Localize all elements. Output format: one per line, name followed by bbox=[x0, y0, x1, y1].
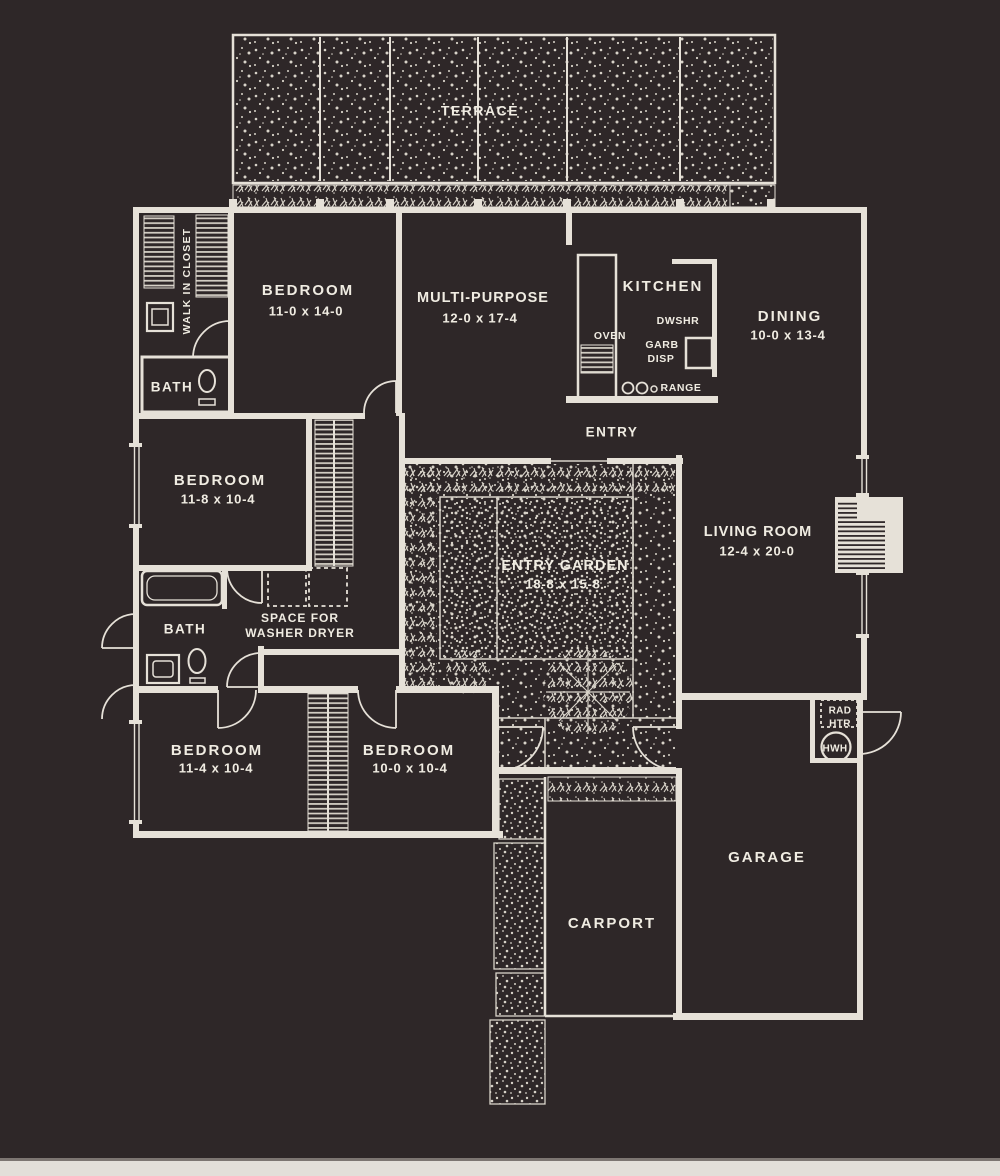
svg-text:SPACE FOR: SPACE FOR bbox=[261, 611, 339, 625]
room-label-bedroom-middle: BEDROOM 11-8 x 10-4 bbox=[174, 472, 266, 506]
garden-joint-lines bbox=[439, 460, 676, 767]
radiant-heater-icon bbox=[820, 699, 858, 728]
room-label-walk-in-closet: WALK IN CLOSET bbox=[181, 228, 193, 335]
svg-text:10-0 x 13-4: 10-0 x 13-4 bbox=[750, 327, 825, 342]
garden-planting-west bbox=[405, 466, 437, 692]
bath-top-room bbox=[140, 355, 232, 414]
room-label-bedroom-bottom-left: BEDROOM 11-4 x 10-4 bbox=[171, 742, 263, 775]
label-hwh: HWH bbox=[822, 744, 847, 755]
label-range: RANGE bbox=[661, 382, 702, 394]
wall-kitchen-counter bbox=[566, 396, 718, 403]
shrub-small bbox=[446, 650, 490, 694]
terrace-border bbox=[231, 33, 777, 185]
room-label-carport: CARPORT bbox=[568, 915, 656, 932]
svg-text:11-4 x 10-4: 11-4 x 10-4 bbox=[179, 760, 254, 775]
fireplace-icon bbox=[835, 497, 903, 573]
room-label-bath-middle: BATH bbox=[164, 622, 207, 637]
wall-garage-east bbox=[857, 693, 863, 1020]
toilet-middle-icon bbox=[187, 648, 207, 684]
terrace-paving bbox=[235, 37, 773, 181]
planting-strip-carport bbox=[547, 776, 677, 802]
range-burners-icon bbox=[621, 381, 658, 395]
svg-text:11-8 x 10-4: 11-8 x 10-4 bbox=[181, 491, 256, 506]
kitchen-sink-icon bbox=[684, 336, 714, 370]
shrub-large-starburst bbox=[546, 650, 630, 734]
wall-east bbox=[861, 207, 867, 457]
room-label-dining: DINING 10-0 x 13-4 bbox=[750, 308, 825, 342]
wall-garage-north bbox=[676, 693, 863, 700]
room-label-kitchen: KITCHEN bbox=[623, 278, 704, 295]
room-label-garage: GARAGE bbox=[728, 849, 806, 866]
room-label-living-room: LIVING ROOM 12-4 x 20-0 bbox=[704, 524, 812, 559]
toilet-top-icon bbox=[198, 369, 216, 406]
closet-hatching bbox=[143, 214, 614, 832]
photo-edge-shadow bbox=[0, 1158, 1000, 1161]
garden-planting-north bbox=[405, 466, 676, 498]
svg-text:BEDROOM: BEDROOM bbox=[363, 742, 455, 759]
room-label-bedroom-bottom-mid: BEDROOM 10-0 x 10-4 bbox=[363, 742, 455, 775]
wall-living-west bbox=[676, 455, 682, 698]
room-label-multi-purpose: MULTI-PURPOSE 12-0 x 17-4 bbox=[417, 290, 549, 326]
windows bbox=[133, 445, 868, 824]
svg-text:18-8 x 15-8: 18-8 x 15-8 bbox=[525, 576, 600, 591]
terrace-label: TERRACE bbox=[441, 103, 519, 119]
room-label-entry-garden: ENTRY GARDEN 18-8 x 15-8 bbox=[501, 558, 628, 592]
room-labels: BEDROOM 11-0 x 14-0 MULTI-PURPOSE 12-0 x… bbox=[151, 228, 852, 932]
garden-bed bbox=[441, 498, 632, 658]
svg-text:MULTI-PURPOSE: MULTI-PURPOSE bbox=[417, 290, 549, 306]
wall-garden-south bbox=[497, 767, 676, 774]
oven-cabinet-icon bbox=[576, 253, 618, 400]
photo-edge bbox=[0, 1161, 1000, 1176]
svg-text:BEDROOM: BEDROOM bbox=[262, 282, 354, 299]
wall-north bbox=[133, 207, 867, 213]
svg-text:12-0 x 17-4: 12-0 x 17-4 bbox=[442, 310, 517, 325]
svg-text:WASHER DRYER: WASHER DRYER bbox=[245, 626, 355, 640]
label-oven: OVEN bbox=[594, 330, 626, 342]
door-arcs bbox=[101, 320, 902, 772]
terrace-area: TERRACE bbox=[231, 33, 777, 185]
label-rad: RAD bbox=[829, 706, 852, 717]
bathtub-icon bbox=[140, 569, 224, 607]
room-label-laundry: SPACE FOR WASHER DRYER bbox=[245, 611, 355, 640]
room-label-bath-top: BATH bbox=[151, 380, 194, 395]
walkway-paving bbox=[489, 778, 546, 1105]
entry-garden-area bbox=[405, 460, 676, 767]
terrace-dividers bbox=[319, 37, 681, 181]
washer-dryer-boxes bbox=[267, 567, 348, 607]
label-dishwasher: DWSHR bbox=[657, 315, 700, 327]
svg-text:ENTRY GARDEN: ENTRY GARDEN bbox=[501, 558, 628, 574]
closet-sink-icon bbox=[145, 301, 175, 333]
wall-garage-south bbox=[673, 1013, 863, 1020]
wall-south-bedrooms bbox=[133, 831, 503, 838]
walls bbox=[129, 199, 869, 1020]
label-disp: DISP bbox=[648, 353, 675, 365]
svg-text:10-0 x 10-4: 10-0 x 10-4 bbox=[372, 760, 447, 775]
label-garb: GARB bbox=[645, 339, 678, 351]
room-label-entry: ENTRY bbox=[586, 425, 639, 440]
svg-text:12-4 x 20-0: 12-4 x 20-0 bbox=[719, 543, 794, 558]
svg-text:11-0 x 14-0: 11-0 x 14-0 bbox=[269, 303, 344, 318]
svg-text:LIVING ROOM: LIVING ROOM bbox=[704, 524, 812, 540]
svg-text:BEDROOM: BEDROOM bbox=[171, 742, 263, 759]
planting-strip-top bbox=[232, 184, 776, 208]
room-label-bedroom-top: BEDROOM 11-0 x 14-0 bbox=[262, 282, 354, 318]
label-htr: HTR bbox=[829, 719, 851, 730]
fixtures bbox=[140, 253, 858, 763]
carport-edge bbox=[543, 777, 676, 1018]
water-heater-icon bbox=[820, 731, 852, 763]
svg-text:BEDROOM: BEDROOM bbox=[174, 472, 266, 489]
svg-text:DINING: DINING bbox=[758, 308, 823, 325]
sink-middle-icon bbox=[145, 653, 181, 685]
